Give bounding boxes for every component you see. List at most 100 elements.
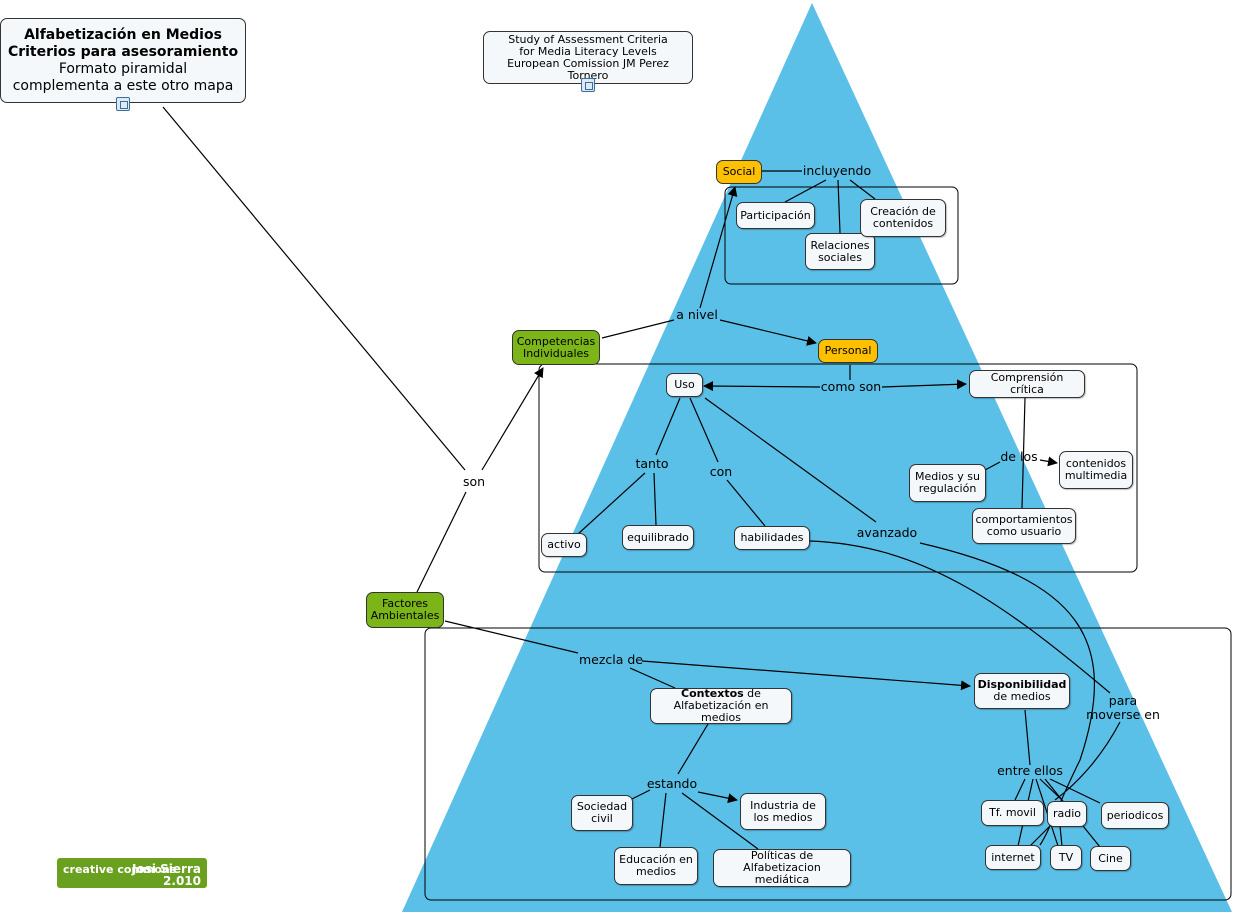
link-delos-medios <box>984 461 1001 471</box>
link-entre-periodicos <box>1049 778 1101 804</box>
disponibilidad-rest: de medios <box>993 690 1051 703</box>
link-estando-industria <box>697 791 738 804</box>
node-activo[interactable]: activo <box>541 533 587 557</box>
link-comprension-comportamientos <box>1021 397 1026 509</box>
node-educacion-medios[interactable]: Educación en medios <box>614 847 698 885</box>
node-tf-movil[interactable]: Tf. movil <box>981 800 1044 826</box>
link-incluyendo-relaciones <box>837 179 841 234</box>
node-cine[interactable]: Cine <box>1090 846 1131 871</box>
node-equilibrado[interactable]: equilibrado <box>622 525 694 550</box>
node-comprension-critica[interactable]: Comprensión crítica <box>969 370 1085 398</box>
cc-logo: creative commons <box>63 863 177 876</box>
linked-map-icon[interactable] <box>116 97 130 111</box>
title-line-4: complementa a este otro mapa <box>12 77 234 94</box>
link-estando-educacion <box>659 792 667 848</box>
link-incluyendo-creacion <box>849 179 876 200</box>
node-radio[interactable]: radio <box>1047 801 1087 827</box>
link-con-habilidades <box>726 479 766 527</box>
link-incluyendo-participacion <box>784 179 827 203</box>
link-factores-son <box>416 491 467 593</box>
node-personal[interactable]: Personal <box>818 339 878 363</box>
link-son-competencias <box>481 367 544 471</box>
node-comportamientos-usuario[interactable]: comportamientos como usuario <box>972 508 1076 544</box>
node-participacion[interactable]: Participación <box>736 202 815 229</box>
link-disponibilidad-entre <box>1024 709 1031 766</box>
title-box[interactable]: Alfabetización en Medios Criterios para … <box>0 18 246 103</box>
label-tanto: tanto <box>635 456 668 471</box>
contextos-rest-1: de <box>743 687 761 700</box>
environment-group-frame <box>424 627 1232 901</box>
node-medios-regulacion[interactable]: Medios y su regulación <box>909 464 986 502</box>
node-competencias-individuales[interactable]: Competencias Individuales <box>512 330 600 365</box>
link-anivel-personal <box>719 319 817 346</box>
label-de-los: de los <box>1000 449 1037 464</box>
node-social[interactable]: Social <box>716 160 762 184</box>
node-factores-ambientales[interactable]: Factores Ambientales <box>366 592 444 628</box>
label-estando: estando <box>647 776 697 791</box>
study-line-1: Study of Assessment Criteria <box>508 32 668 46</box>
link-radio-tv <box>1059 825 1063 847</box>
title-line-1: Alfabetización en Medios <box>24 26 222 43</box>
contextos-bold: Contextos <box>681 687 744 700</box>
link-delos-contenidos <box>1039 456 1058 467</box>
node-periodicos[interactable]: periodicos <box>1101 802 1169 829</box>
link-entre-tfmovil <box>1014 778 1026 801</box>
node-internet[interactable]: internet <box>985 845 1041 870</box>
label-moverse-en: moverse en <box>1086 707 1160 722</box>
link-comoson-uso <box>703 381 821 392</box>
cc-author-year: 2.010 <box>163 874 201 888</box>
personal-group-frame <box>538 363 1138 573</box>
node-habilidades[interactable]: habilidades <box>734 526 810 550</box>
link-title-son <box>162 106 466 471</box>
link-habilidades-para <box>809 540 1111 694</box>
social-group-frame <box>724 186 959 285</box>
disponibilidad-bold: Disponibilidad <box>977 678 1067 691</box>
title-line-2: Criterios para asesoramiento <box>7 43 239 60</box>
label-entre-ellos: entre ellos <box>997 763 1063 778</box>
link-anivel-social <box>699 186 738 309</box>
link-mezcla-contextos <box>629 667 676 689</box>
study-line-3: European Comission JM Perez Tornero <box>507 56 669 82</box>
link-uso-con <box>689 397 719 463</box>
link-estando-politicas <box>681 792 759 850</box>
link-uso-avanzado <box>704 397 877 523</box>
title-line-3: Formato piramidal <box>58 60 188 77</box>
label-a-nivel: a nivel <box>676 307 718 322</box>
node-contenidos-multimedia[interactable]: contenidos multimedia <box>1059 451 1133 489</box>
label-avanzado: avanzado <box>857 525 917 540</box>
label-mezcla-de: mezcla de <box>579 652 643 667</box>
node-tv[interactable]: TV <box>1050 845 1082 870</box>
node-politicas-alfabetizacion[interactable]: Políticas de Alfabetizacion mediática <box>713 849 851 887</box>
label-incluyendo: incluyendo <box>803 163 871 178</box>
cc-author-name: Josi Sierra <box>132 862 201 876</box>
link-factores-mezcla <box>444 620 579 654</box>
link-entre-radio <box>1039 778 1063 801</box>
link-radio-internet <box>1029 825 1051 847</box>
label-para: para <box>1109 693 1137 708</box>
document-icon[interactable] <box>581 78 595 92</box>
link-estando-sociedad <box>629 789 651 801</box>
study-line-2: for Media Literacy Levels <box>519 44 657 58</box>
study-box[interactable]: Study of Assessment Criteria for Media L… <box>483 31 693 84</box>
creative-commons-badge[interactable]: creative commons Josi Sierra 2.010 <box>57 858 207 888</box>
contextos-rest-2: Alfabetización en medios <box>673 699 769 724</box>
link-uso-tanto <box>655 397 681 456</box>
link-contextos-estando <box>677 723 709 775</box>
node-uso[interactable]: Uso <box>666 373 703 397</box>
link-moverse-entre <box>1054 721 1121 801</box>
node-industria-medios[interactable]: Industria de los medios <box>740 793 826 830</box>
link-tanto-equilibrado <box>653 472 657 526</box>
label-con: con <box>710 464 732 479</box>
label-son: son <box>463 474 485 489</box>
node-sociedad-civil[interactable]: Sociedad civil <box>571 795 633 831</box>
node-relaciones-sociales[interactable]: Relaciones sociales <box>805 233 875 270</box>
link-mezcla-disponibilidad <box>641 660 971 691</box>
cc-author: Josi Sierra 2.010 <box>132 863 201 887</box>
label-como-son: como son <box>821 379 881 394</box>
node-contextos[interactable]: Contextos de Alfabetización en medios <box>650 688 792 724</box>
link-comoson-comprension <box>881 379 967 390</box>
link-tanto-activo <box>577 472 646 535</box>
node-creacion-contenidos[interactable]: Creación de contenidos <box>860 199 946 237</box>
node-disponibilidad-medios[interactable]: Disponibilidad de medios <box>974 673 1070 709</box>
